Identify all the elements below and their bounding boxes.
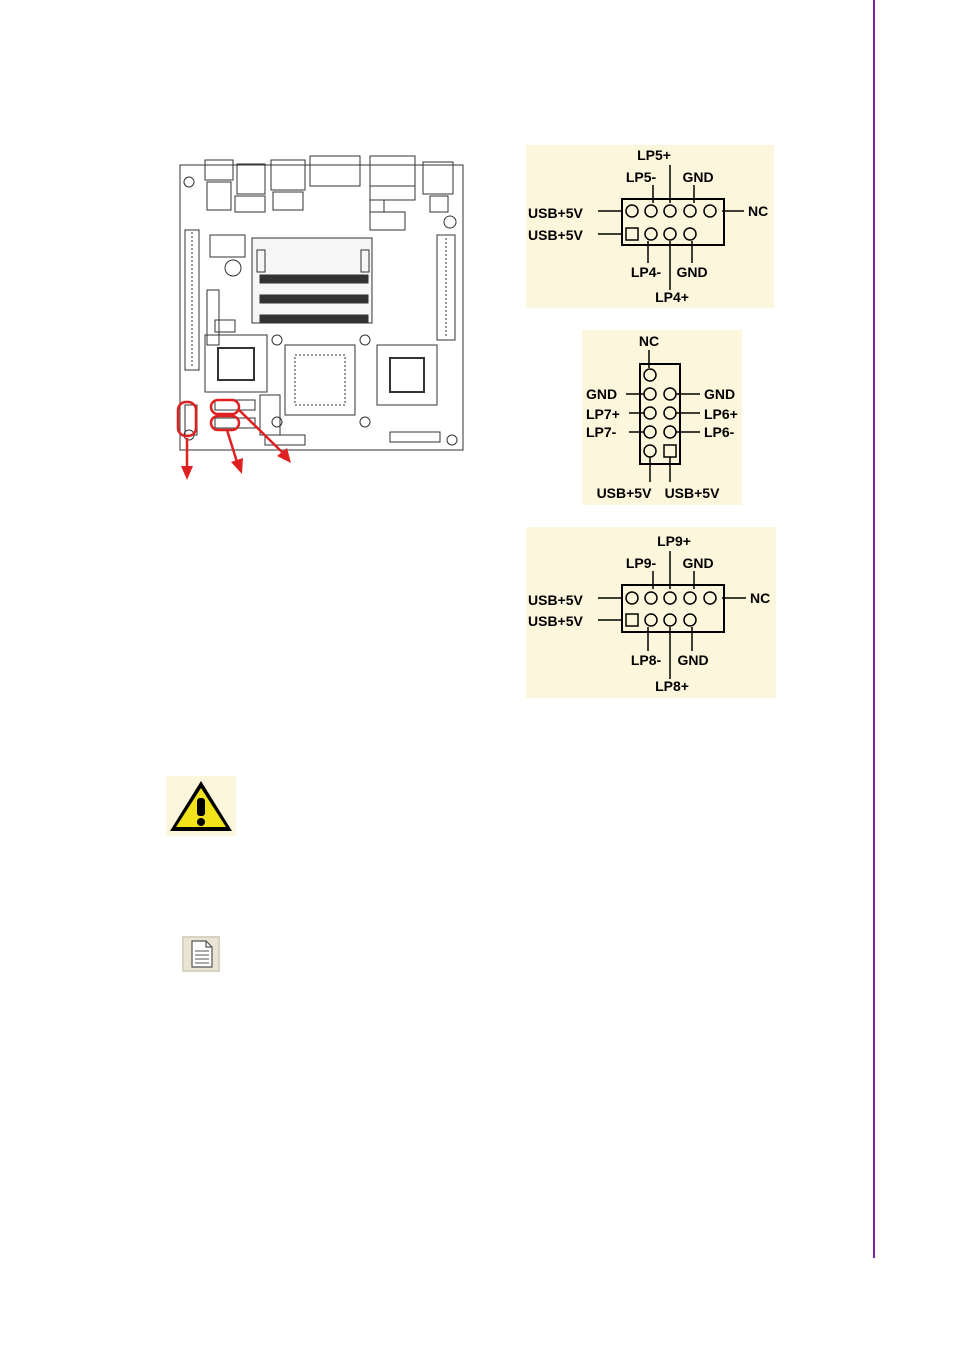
pin-label: USB+5V <box>528 227 584 243</box>
pin-label: LP6- <box>704 424 735 440</box>
pin-label: GND <box>677 652 708 668</box>
pin-label: NC <box>750 590 770 606</box>
pin-label: USB+5V <box>528 613 584 629</box>
pin-label: LP6+ <box>704 406 738 422</box>
usb-connector-diagram-2: NC GND LP7+ LP7- GND LP6+ LP6- USB+5V US… <box>582 330 742 505</box>
pin-label: LP9- <box>626 555 657 571</box>
warning-triangle-icon <box>166 776 236 836</box>
pin-label: GND <box>682 169 713 185</box>
pin-label: LP8- <box>631 652 662 668</box>
motherboard-layout-figure <box>165 150 475 485</box>
pin-label: LP8+ <box>655 678 689 694</box>
pin-label: USB+5V <box>528 205 584 221</box>
document-note-icon <box>182 936 220 972</box>
page-side-rule <box>873 0 875 1258</box>
pin-label: GND <box>682 555 713 571</box>
pin-label: LP7- <box>586 424 617 440</box>
pin-label: LP4+ <box>655 289 689 305</box>
pin-label: USB+5V <box>528 592 584 608</box>
pin-label: GND <box>676 264 707 280</box>
pin-label: LP4- <box>631 264 662 280</box>
pin-label: NC <box>639 333 659 349</box>
pin-label: LP7+ <box>586 406 620 422</box>
pin-label: NC <box>748 203 768 219</box>
pin-label: GND <box>704 386 735 402</box>
usb-connector-diagram-3: LP9+ LP9- GND USB+5V USB+5V NC LP8- GND … <box>526 527 776 698</box>
pin-label: LP5+ <box>637 147 671 163</box>
pin-label: USB+5V <box>665 485 721 501</box>
pin-label: GND <box>586 386 617 402</box>
usb-connector-diagram-1: LP5+ LP5- GND USB+5V USB+5V NC LP4- GND … <box>526 145 774 308</box>
pin-label: USB+5V <box>597 485 653 501</box>
pin-label: LP5- <box>626 169 657 185</box>
pin-label: LP9+ <box>657 533 691 549</box>
